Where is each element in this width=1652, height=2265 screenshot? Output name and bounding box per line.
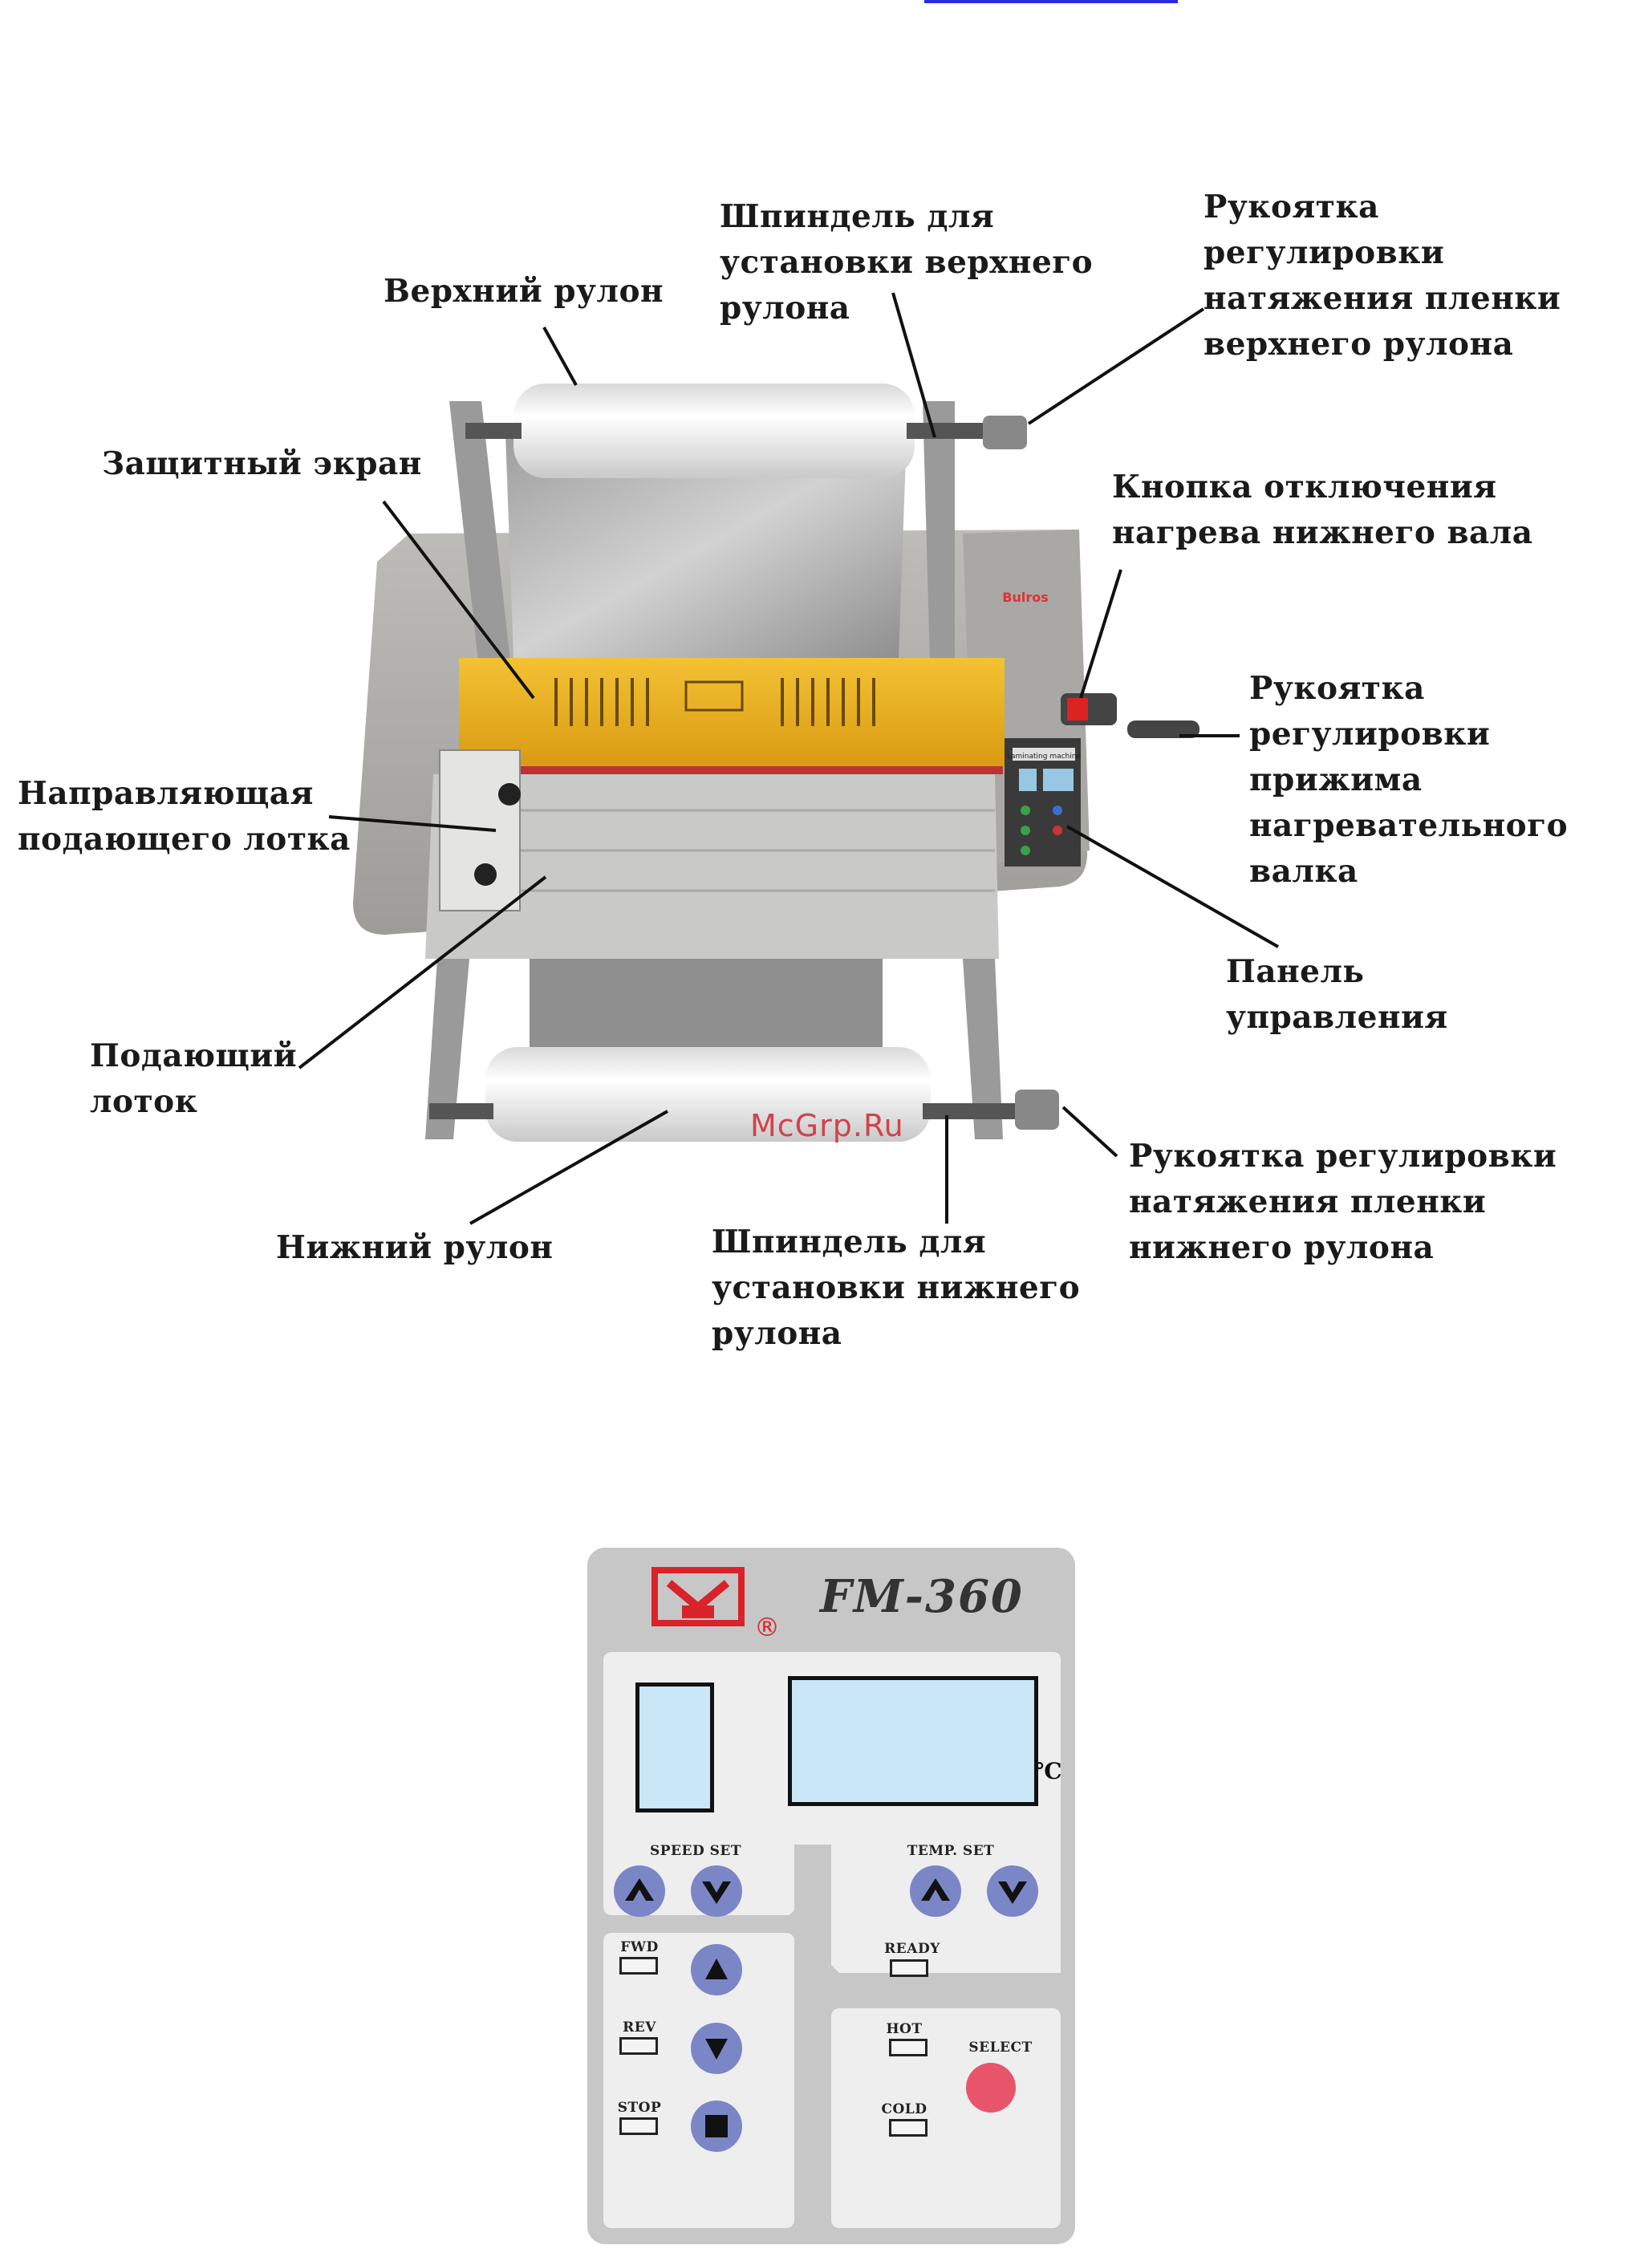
- cold-label: COLD: [881, 2101, 927, 2117]
- feed-tray: [425, 774, 999, 959]
- label-lower-roll: Нижний рулон: [276, 1229, 554, 1266]
- pressure-handle: [1127, 720, 1199, 738]
- lower-tension-knob: [1015, 1090, 1059, 1130]
- fwd-indicator: [619, 1957, 658, 1975]
- hot-indicator: [889, 2039, 927, 2056]
- label-feed-tray: Подающий лоток: [90, 1037, 298, 1120]
- speed-up-button[interactable]: [614, 1865, 665, 1917]
- reverse-button[interactable]: [691, 2023, 742, 2074]
- heater-shield: [459, 658, 1005, 766]
- rev-label: REV: [623, 2019, 656, 2036]
- label-tray-guide: Направляющая подающего лотка: [18, 775, 351, 858]
- watermark: McGrp.Ru: [750, 1108, 904, 1143]
- label-lower-tension-knob: Рукоятка регулировки натяжения пленки ни…: [1129, 1138, 1557, 1266]
- laminator-machine-illustration: Laminating machine Bulros: [298, 292, 1279, 1225]
- brand-logo-icon: [651, 1567, 745, 1626]
- model-name: FM-360: [820, 1570, 1024, 1623]
- label-protective-screen: Защитный экран: [102, 445, 422, 482]
- brand-plate: Bulros: [1002, 590, 1048, 605]
- ready-indicator: [890, 1959, 928, 1977]
- machine-panel-header: Laminating machine: [1007, 753, 1081, 761]
- ready-label: READY: [884, 1941, 940, 1957]
- forward-button[interactable]: [691, 1944, 742, 1995]
- label-heat-off-button: Кнопка отключения нагрева нижнего вала: [1112, 469, 1533, 551]
- control-panel-diagram: ® FM-360 SPEED SET ℃ TEMP. SET READY FWD…: [587, 1548, 1075, 2244]
- top-link-underline: [924, 0, 1178, 3]
- temp-display: [788, 1676, 1038, 1806]
- temp-set-label: TEMP. SET: [907, 1843, 995, 1859]
- fwd-label: FWD: [620, 1939, 659, 1955]
- label-upper-tension-knob: Рукоятка регулировки натяжения пленки ве…: [1203, 189, 1561, 363]
- registered-mark: ®: [754, 1612, 780, 1642]
- hot-label: HOT: [886, 2021, 923, 2037]
- temp-down-button[interactable]: [987, 1865, 1038, 1917]
- heat-select-section: [831, 2008, 1061, 2228]
- speed-set-label: SPEED SET: [649, 1843, 742, 1859]
- label-pressure-knob: Рукоятка регулировки прижима нагреватель…: [1249, 670, 1569, 890]
- speed-display: [635, 1683, 714, 1812]
- lower-roll: [485, 1047, 931, 1142]
- upper-tension-knob: [983, 416, 1027, 449]
- label-upper-spindle: Шпиндель для установки верхнего рулона: [720, 198, 1094, 327]
- stop-indicator: [619, 2117, 658, 2135]
- temp-up-button[interactable]: [910, 1865, 961, 1917]
- label-upper-roll: Верхний рулон: [384, 273, 664, 310]
- stop-button[interactable]: [691, 2101, 742, 2152]
- stop-label: STOP: [617, 2100, 662, 2116]
- temp-unit: ℃: [1035, 1758, 1062, 1784]
- select-button[interactable]: [966, 2063, 1016, 2113]
- speed-down-button[interactable]: [691, 1865, 742, 1917]
- cold-indicator: [889, 2119, 927, 2137]
- upper-roll: [513, 384, 915, 478]
- label-control-panel: Панель управления: [1226, 953, 1448, 1036]
- select-label: SELECT: [968, 2040, 1033, 2056]
- label-lower-spindle: Шпиндель для установки нижнего рулона: [712, 1224, 1081, 1352]
- rev-indicator: [619, 2037, 658, 2055]
